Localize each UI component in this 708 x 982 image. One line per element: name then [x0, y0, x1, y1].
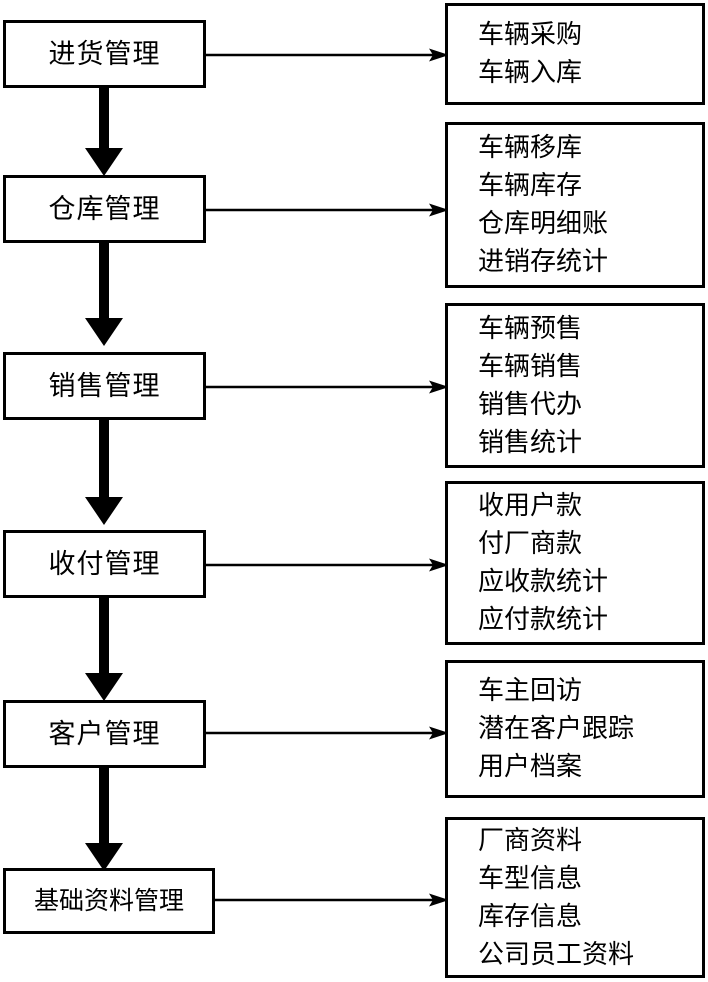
- detail-item: 应收款统计: [478, 567, 609, 596]
- detail-item: 进销存统计: [478, 247, 609, 276]
- link-arrow-purchase-details: [203, 45, 449, 65]
- detail-item: 收用户款: [478, 491, 583, 520]
- process-box-payment[interactable]: 收付管理: [3, 530, 206, 598]
- flow-arrow-warehouse-to-sales: [76, 240, 132, 348]
- detail-item: 用户档案: [478, 752, 583, 781]
- process-label-basedata: 基础资料管理: [33, 887, 184, 915]
- detail-item: 销售代办: [478, 389, 583, 419]
- detail-list-payment: 收用户款 付厂商款 应收款统计 应付款统计: [448, 487, 702, 639]
- process-label-sales: 销售管理: [48, 370, 161, 401]
- detail-item: 付厂商款: [478, 529, 583, 558]
- detail-item: 销售统计: [478, 427, 583, 457]
- detail-item: 车主回访: [478, 676, 583, 705]
- link-arrow-warehouse-details: [203, 200, 449, 220]
- process-label-warehouse: 仓库管理: [48, 193, 161, 224]
- flow-arrow-sales-to-payment: [76, 417, 132, 527]
- detail-box-purchase[interactable]: 车辆采购 车辆入库: [445, 3, 705, 105]
- detail-item: 应付款统计: [478, 605, 609, 634]
- detail-item: 车辆库存: [478, 171, 583, 200]
- detail-item: 潜在客户跟踪: [478, 714, 635, 743]
- detail-box-basedata[interactable]: 厂商资料 车型信息 库存信息 公司员工资料: [445, 817, 705, 978]
- detail-item: 车辆入库: [478, 58, 583, 87]
- process-label-purchase: 进货管理: [48, 38, 161, 69]
- detail-list-purchase: 车辆采购 车辆入库: [448, 16, 702, 92]
- flow-arrow-payment-to-customer: [76, 595, 132, 703]
- detail-list-sales: 车辆预售 车辆销售 销售代办 销售统计: [448, 310, 702, 462]
- detail-item: 车辆移库: [478, 133, 583, 162]
- detail-list-warehouse: 车辆移库 车辆库存 仓库明细账 进销存统计: [448, 129, 702, 281]
- detail-item: 库存信息: [478, 901, 583, 931]
- process-box-customer[interactable]: 客户管理: [3, 700, 206, 768]
- link-arrow-basedata-details: [212, 890, 449, 910]
- detail-item: 车辆预售: [478, 313, 583, 343]
- process-label-payment: 收付管理: [48, 548, 161, 579]
- detail-item: 车型信息: [478, 863, 583, 893]
- detail-item: 厂商资料: [478, 825, 583, 855]
- detail-list-basedata: 厂商资料 车型信息 库存信息 公司员工资料: [448, 822, 702, 974]
- process-box-basedata[interactable]: 基础资料管理: [3, 868, 215, 934]
- detail-item: 车辆销售: [478, 351, 583, 381]
- detail-item: 公司员工资料: [478, 939, 635, 969]
- detail-item: 车辆采购: [478, 20, 583, 49]
- process-box-purchase[interactable]: 进货管理: [3, 20, 206, 88]
- process-label-customer: 客户管理: [48, 718, 161, 749]
- flow-arrow-purchase-to-warehouse: [76, 86, 132, 178]
- detail-box-sales[interactable]: 车辆预售 车辆销售 销售代办 销售统计: [445, 303, 705, 468]
- process-box-warehouse[interactable]: 仓库管理: [3, 175, 206, 243]
- link-arrow-payment-details: [203, 555, 449, 575]
- flow-arrow-customer-to-basedata: [76, 765, 132, 873]
- process-box-sales[interactable]: 销售管理: [3, 352, 206, 420]
- detail-list-customer: 车主回访 潜在客户跟踪 用户档案: [448, 672, 702, 786]
- link-arrow-customer-details: [203, 723, 449, 743]
- detail-item: 仓库明细账: [478, 209, 609, 238]
- link-arrow-sales-details: [203, 377, 449, 397]
- detail-box-payment[interactable]: 收用户款 付厂商款 应收款统计 应付款统计: [445, 481, 705, 645]
- detail-box-warehouse[interactable]: 车辆移库 车辆库存 仓库明细账 进销存统计: [445, 122, 705, 288]
- detail-box-customer[interactable]: 车主回访 潜在客户跟踪 用户档案: [445, 660, 705, 798]
